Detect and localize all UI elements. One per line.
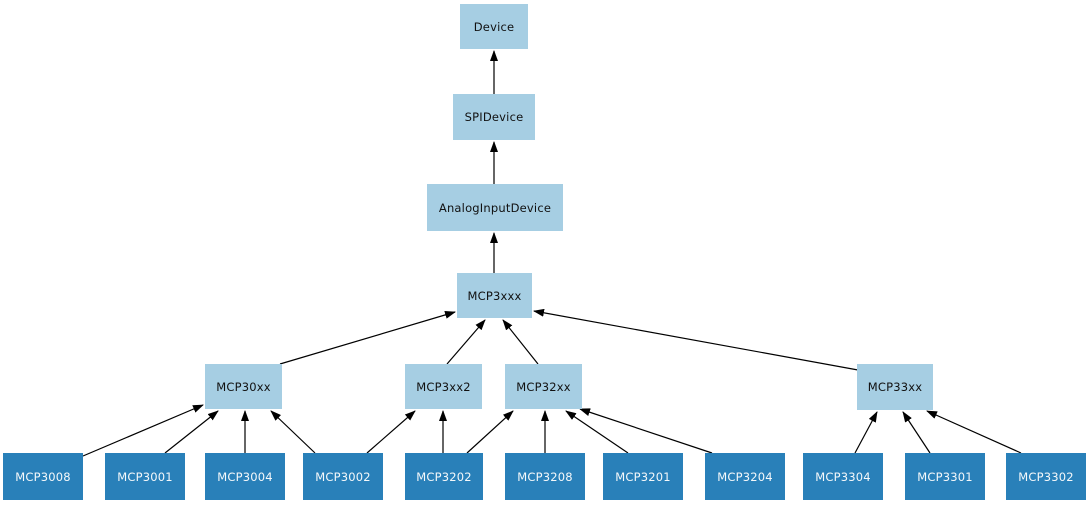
edge-mcp3201-to-mcp32xx [565,410,629,454]
class-node-mcp3301[interactable]: MCP3301 [905,453,985,500]
class-node-mcp33xx[interactable]: MCP33xx [857,364,933,410]
class-node-mcp3208[interactable]: MCP3208 [505,453,585,500]
edge-mcp3001-to-mcp30xx [164,410,219,454]
edge-mcp3302-to-mcp33xx [926,410,1022,454]
class-node-mcp3204[interactable]: MCP3204 [705,453,785,500]
class-node-mcp3xxx[interactable]: MCP3xxx [457,273,532,318]
class-node-device[interactable]: Device [460,4,528,49]
class-node-mcp3xx2[interactable]: MCP3xx2 [405,364,482,409]
class-node-mcp3001[interactable]: MCP3001 [105,453,185,500]
edge-mcp3002-to-mcp30xx [270,410,316,454]
edge-mcp3202-to-mcp32xx [466,410,514,454]
class-node-mcp3304[interactable]: MCP3304 [803,453,883,500]
class-node-mcp3004[interactable]: MCP3004 [205,453,285,500]
class-node-mcp32xx[interactable]: MCP32xx [505,364,582,409]
edge-mcp3002-to-mcp3xx2 [366,410,416,454]
class-node-spidevice[interactable]: SPIDevice [453,94,535,140]
class-node-mcp3008[interactable]: MCP3008 [3,453,83,500]
edge-mcp32xx-to-mcp3xxx [502,319,539,365]
edge-mcp3008-to-mcp30xx [82,404,204,457]
class-node-analoginputdevice[interactable]: AnalogInputDevice [427,184,563,231]
class-node-mcp30xx[interactable]: MCP30xx [205,364,282,409]
edge-mcp30xx-to-mcp3xxx [279,311,456,365]
class-node-mcp3201[interactable]: MCP3201 [603,453,683,500]
class-node-mcp3202[interactable]: MCP3202 [405,453,483,500]
class-node-mcp3302[interactable]: MCP3302 [1006,453,1086,500]
edge-mcp3304-to-mcp33xx [854,411,878,454]
edge-mcp33xx-to-mcp3xxx [533,308,859,371]
edge-mcp3204-to-mcp32xx [579,408,713,454]
edge-mcp3301-to-mcp33xx [902,411,931,454]
class-node-mcp3002[interactable]: MCP3002 [303,453,383,500]
edge-mcp3xx2-to-mcp3xxx [446,319,486,365]
